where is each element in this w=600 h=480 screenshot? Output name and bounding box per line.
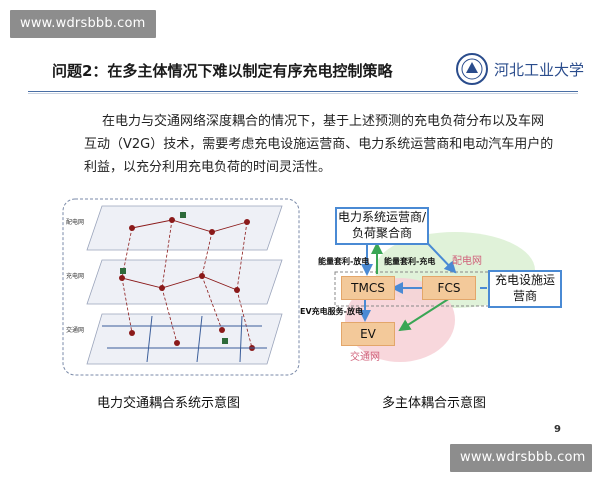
page-number: 9: [554, 424, 561, 435]
power-operator-box: 电力系统运营商/负荷聚合商: [335, 207, 429, 245]
zone-label-power: 配电网: [452, 256, 482, 267]
logo-text: 河北工业大学: [494, 61, 584, 79]
slide-title: 问题2：在多主体情况下难以制定有序充电控制策略: [52, 62, 393, 80]
right-figure-caption: 多主体耦合示意图: [382, 396, 487, 411]
layer-label-traffic: 交通网: [66, 326, 84, 334]
label-ev-service: EV充电服务-放电: [300, 307, 363, 316]
layer-label-distribution: 配电网: [66, 218, 84, 226]
layer-label-charging: 充电网: [66, 272, 84, 280]
left-figure-caption: 电力交通耦合系统示意图: [97, 396, 241, 411]
body-paragraph: 在电力与交通网络深度耦合的情况下，基于上述预测的充电负荷分布以及车网互动（V2G…: [84, 114, 554, 175]
zone-label-traffic: 交通网: [350, 352, 380, 363]
coupling-system-figure: 配电网 充电网 交通网: [62, 198, 300, 376]
university-logo: 河北工业大学: [454, 51, 600, 87]
watermark-top: www.wdrsbbb.com: [10, 10, 156, 38]
fcs-box: FCS: [422, 276, 476, 300]
title-rule: [28, 91, 578, 92]
ev-box: EV: [341, 322, 395, 346]
watermark-bottom: www.wdrsbbb.com: [450, 444, 592, 472]
title-rule-secondary: [28, 93, 578, 94]
fcs-operator-box: 充电设施运营商: [488, 270, 562, 308]
tmcs-box: TMCS: [341, 276, 395, 300]
label-arbitrage-discharge: 能量套利-放电: [318, 257, 370, 266]
label-arbitrage-charge: 能量套利-充电: [384, 257, 436, 266]
